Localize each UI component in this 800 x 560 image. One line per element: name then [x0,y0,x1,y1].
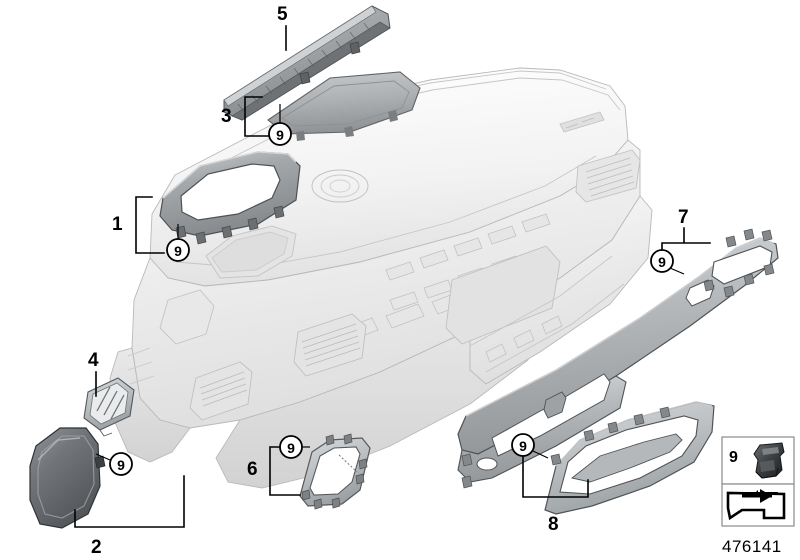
part-3-upper-dashboard-cover-panel [267,71,421,141]
callout-2[interactable]: 2 9 [74,452,185,558]
callout-8-label: 8 [548,514,559,535]
clip-marker-7[interactable] [650,249,674,273]
legend-group [721,436,795,527]
clip-marker-3[interactable] [268,122,292,146]
callout-3-label: 3 [221,106,232,127]
callout-3[interactable]: 3 9 [221,96,292,146]
callout-6-label: 6 [247,459,258,480]
callout-7[interactable]: 7 9 [650,207,711,275]
clip-marker-2[interactable] [109,452,133,476]
retaining-clip-icon [753,442,785,479]
part-2-left-end-cap-trim [29,427,106,529]
legend-clip-number: 9 [729,449,738,466]
callout-4[interactable]: 4 [88,350,99,397]
callout-4-label: 4 [88,350,99,371]
part-1-instrument-cluster-trim-bezel [159,151,301,245]
part-6-headlight-switch-trim-frame [299,433,371,510]
callout-2-label: 2 [91,537,102,558]
instrument-panel-detailing [127,70,641,421]
clip-marker-6[interactable] [279,435,303,459]
clip-marker-8[interactable] [511,433,535,457]
callout-6[interactable]: 6 9 [247,435,310,496]
callout-1-label: 1 [112,214,123,235]
clip-marker-1-label: 9 [174,243,182,259]
callout-7-label: 7 [678,207,689,228]
callout-5[interactable]: 5 [277,4,288,51]
clip-marker-2-label: 9 [117,457,125,473]
clip-marker-8-label: 9 [519,438,527,454]
callout-1[interactable]: 1 9 [112,196,190,262]
clip-marker-3-label: 9 [276,127,284,143]
part-5-defroster-grille-trim [223,5,391,121]
callout-5-label: 5 [277,4,288,25]
clip-marker-6-label: 9 [287,440,295,456]
callout-8[interactable]: 8 9 [511,433,589,535]
clip-marker-1[interactable] [166,238,190,262]
clip-marker-7-label: 9 [658,254,666,270]
direction-arrow-icon [726,489,786,521]
diagram-number: 476141 [722,537,782,556]
part-4-side-air-vent-grille [83,377,135,437]
